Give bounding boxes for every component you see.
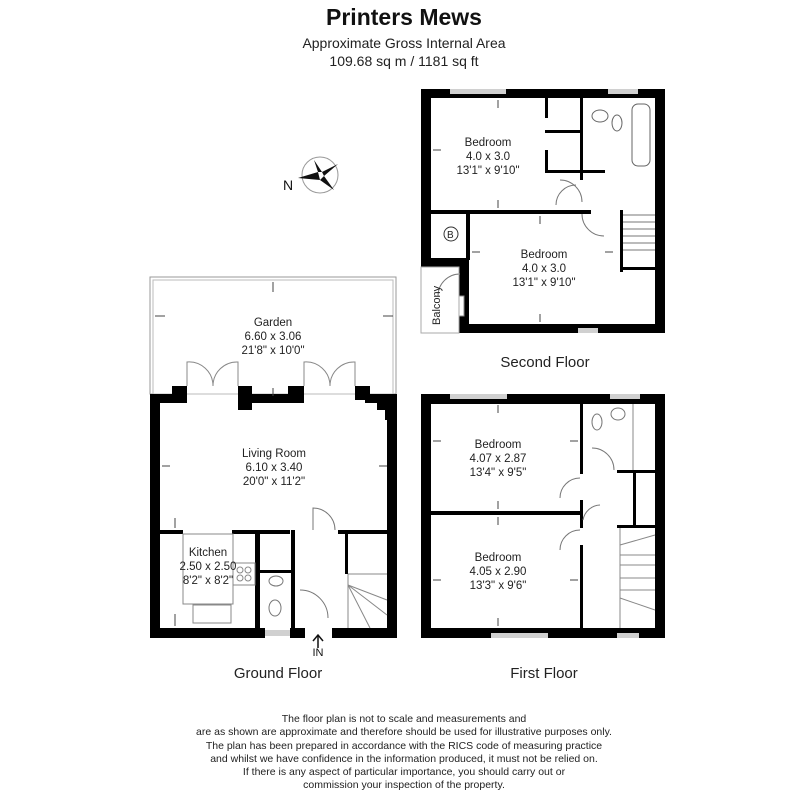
- room-imperial: 13'1" x 9'10": [512, 277, 575, 289]
- property-title: Printers Mews: [326, 4, 482, 30]
- disclaimer-line: and whilst we have confidence in the inf…: [210, 752, 598, 765]
- room-imperial: 21'8" x 10'0": [241, 345, 304, 357]
- room-imperial: 13'4" x 9'5": [470, 467, 527, 479]
- disclaimer-line: commission your inspection of the proper…: [303, 779, 505, 792]
- room-name: Bedroom: [521, 249, 568, 261]
- ground-floor-plan: IN Garden 6.60 x 3.06 21'8" x 10'0" Livi…: [149, 276, 397, 659]
- room-name: Living Room: [242, 448, 306, 460]
- room-name: Garden: [254, 317, 292, 329]
- room-name: Bedroom: [465, 137, 512, 149]
- room-metric: 2.50 x 2.50: [180, 561, 237, 573]
- first-floor-label: First Floor: [510, 665, 578, 682]
- disclaimer-line: The floor plan is not to scale and measu…: [281, 713, 527, 725]
- room-metric: 4.0 x 3.0: [466, 151, 510, 163]
- compass-north-label: N: [283, 177, 293, 193]
- room-name: Bedroom: [475, 439, 522, 451]
- room-name: Bedroom: [475, 552, 522, 564]
- room-metric: 4.0 x 3.0: [522, 263, 566, 275]
- room-metric: 6.10 x 3.40: [246, 462, 303, 474]
- disclaimer-line: The plan has been prepared in accordance…: [205, 739, 603, 752]
- second-floor-label: Second Floor: [500, 354, 590, 371]
- boiler-label: B: [447, 230, 454, 241]
- room-imperial: 20'0" x 11'2": [243, 476, 305, 488]
- balcony-label: Balcony: [431, 285, 443, 325]
- ground-floor-label: Ground Floor: [233, 665, 323, 682]
- room-imperial: 13'1" x 9'10": [456, 165, 519, 177]
- room-name: Kitchen: [189, 547, 227, 559]
- disclaimer-line: are as shown are approximate and therefo…: [196, 726, 612, 739]
- room-metric: 4.07 x 2.87: [470, 453, 527, 465]
- second-floor-plan: B Balcony Bedroom 4.0 x 3.0 13'1" x 9'10…: [420, 89, 665, 334]
- area-value: 109.68 sq m / 1181 sq ft: [329, 53, 479, 69]
- room-metric: 6.60 x 3.06: [245, 331, 302, 343]
- area-subtitle: Approximate Gross Internal Area: [302, 35, 506, 51]
- room-imperial: 8'2" x 8'2": [183, 575, 233, 587]
- compass-rose-icon: [298, 156, 339, 194]
- disclaimer: The floor plan is not to scale and measu…: [0, 713, 808, 793]
- entrance-label: IN: [313, 647, 324, 659]
- first-floor-plan: Bedroom 4.07 x 2.87 13'4" x 9'5" Bedroom…: [421, 394, 665, 638]
- disclaimer-line: If there is any aspect of particular imp…: [242, 766, 566, 779]
- room-imperial: 13'3" x 9'6": [470, 580, 527, 592]
- room-metric: 4.05 x 2.90: [470, 566, 527, 578]
